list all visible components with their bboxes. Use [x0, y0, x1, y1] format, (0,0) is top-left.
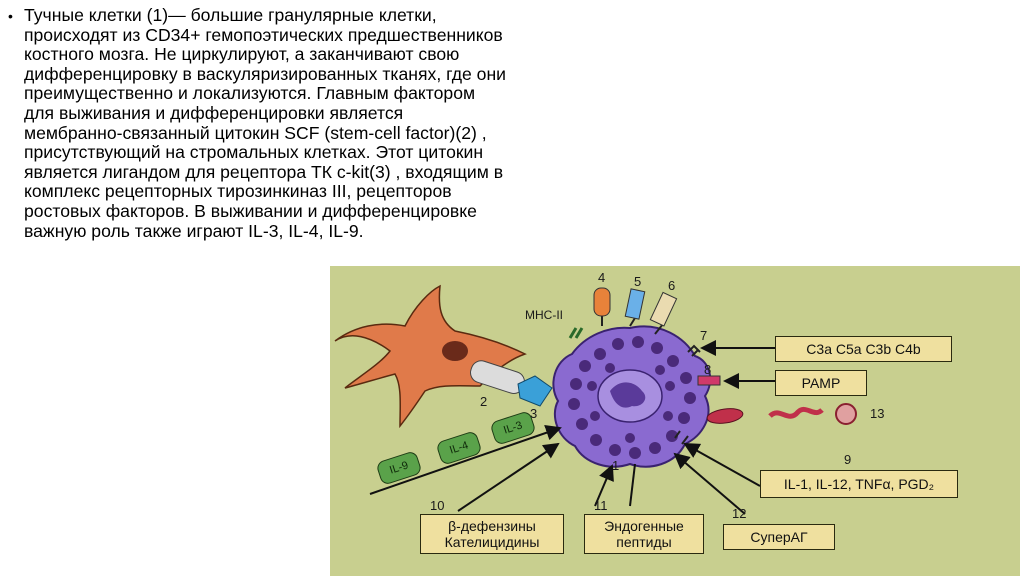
label-12: 12	[732, 506, 747, 521]
defensin-line-1: β-дефензины	[448, 518, 536, 534]
diagram-drawing	[334, 284, 857, 515]
label-10: 10	[430, 498, 445, 513]
slide-text-block: • Тучные клетки (1)— большие гранулярные…	[8, 5, 608, 241]
complement-box: С3а С5а С3b С4b	[775, 336, 952, 362]
text-line: является лигандом для рецептора ТК c-kit…	[24, 161, 504, 182]
bullet-marker: •	[8, 8, 13, 24]
text-line: преимущественно и локализуются. Главным …	[24, 83, 476, 104]
text-line: происходят из CD34+ гемопоэтических пред…	[24, 24, 503, 45]
cell-granules	[568, 336, 696, 459]
text-line: дифференцировку в васкуляризированных тк…	[24, 63, 506, 84]
text-line: мембранно-связанный цитокин SCF (stem-ce…	[24, 122, 487, 143]
stromal-nucleus	[442, 341, 468, 361]
text-line: присутствующий на стромальных клетках. Э…	[24, 142, 484, 163]
label-7: 7	[700, 328, 708, 343]
label-13: 13	[870, 406, 885, 421]
label-6: 6	[668, 278, 676, 293]
microbe-icons	[706, 403, 857, 425]
stromal-cell	[334, 284, 527, 429]
nucleus-chromatin	[610, 382, 646, 408]
label-5: 5	[634, 274, 642, 289]
label-2: 2	[480, 394, 488, 409]
text-line: костного мозга. Не циркулируют, а заканч…	[24, 44, 460, 65]
superag-box: СуперАГ	[723, 524, 835, 550]
slide-paragraph: Тучные клетки (1)— большие гранулярные к…	[24, 5, 608, 241]
mhc-label: MHC-II	[525, 308, 563, 322]
text-line: важную роль также играют IL-3, IL-4, IL-…	[24, 220, 364, 241]
label-1: 1	[612, 458, 620, 473]
receptor-6	[649, 291, 678, 335]
cytokine-box: IL-1, IL-12, TNFα, PGD₂	[760, 470, 958, 498]
receptor-5	[624, 288, 646, 327]
text-line: комплекс рецепторных тирозинкиназ III, р…	[24, 181, 452, 202]
receptor-9	[674, 430, 689, 445]
text-line: для выживания и дифференцировки является	[24, 102, 404, 123]
endogenous-line-1: Эндогенные	[604, 518, 684, 534]
endogenous-peptides-box: Эндогенные пептиды	[584, 514, 704, 554]
endogenous-line-2: пептиды	[616, 534, 672, 550]
defensin-line-2: Кателицидины	[444, 534, 540, 550]
defensin-box: β-дефензины Кателицидины	[420, 514, 564, 554]
mhc-receptor	[568, 327, 584, 339]
label-3: 3	[530, 406, 538, 421]
receptor-8	[697, 375, 721, 386]
label-9: 9	[844, 452, 852, 467]
text-line: ростовых факторов. В выживании и диффере…	[24, 200, 477, 221]
mast-cell-diagram: 4 5 6 7 8 9 13 2 3 1 10 11 12 MHC-II С3а…	[330, 266, 1020, 576]
pamp-box: PAMP	[775, 370, 867, 396]
ckit-receptor	[517, 375, 553, 407]
text-line: Тучные клетки (1)— большие гранулярные к…	[24, 5, 437, 25]
receptor-4	[593, 287, 611, 326]
label-8: 8	[704, 362, 712, 377]
receptor-7	[687, 344, 701, 357]
label-11: 11	[594, 498, 608, 513]
label-4: 4	[598, 270, 606, 285]
